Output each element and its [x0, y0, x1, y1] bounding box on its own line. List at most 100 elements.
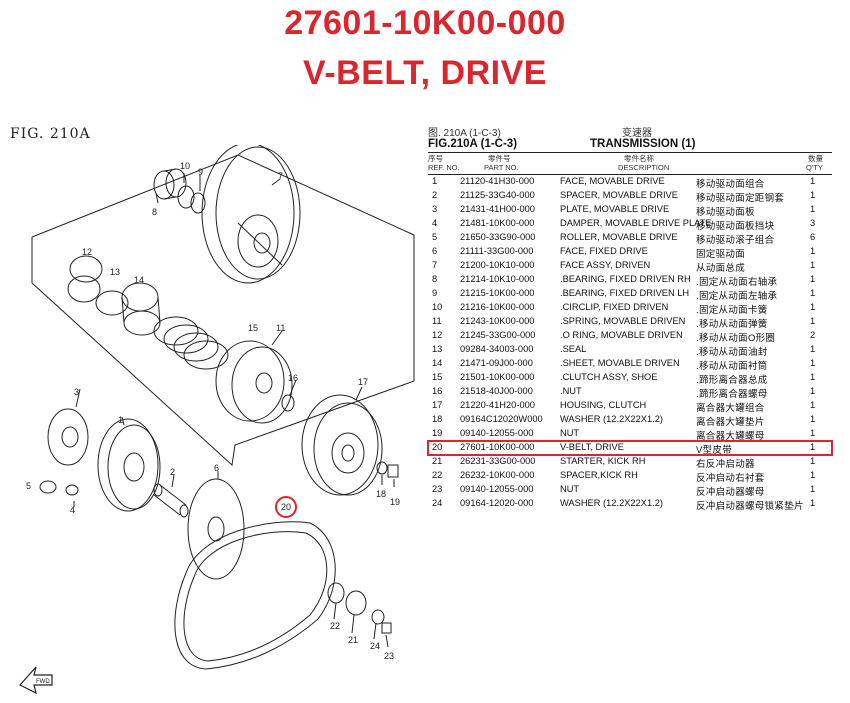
description-cell: SPACER,KICK RH — [560, 470, 638, 480]
description-cn-cell: .移动从动面O形圈 — [696, 333, 776, 344]
ref-cell: 5 — [432, 232, 438, 242]
description-cell: .SHEET, MOVABLE DRIVEN — [560, 358, 680, 368]
callout-24: 24 — [370, 641, 380, 651]
part-no-cell: 09140-12055-000 — [460, 484, 534, 494]
ref-cell: 13 — [432, 344, 443, 354]
description-cell: FACE, FIXED DRIVE — [560, 246, 648, 256]
description-cn-cell: 从动面总成 — [696, 263, 746, 274]
clutch-housing-part — [301, 394, 383, 496]
description-cn-cell: 移动驱动面板挡块 — [696, 221, 775, 232]
description-cn-cell: 移动驱动滚子组合 — [696, 235, 775, 246]
kick-nut-part — [381, 622, 392, 634]
description-cell: .BEARING, FIXED DRIVEN LH — [560, 288, 690, 298]
col-desc-cn: 零件名称 — [624, 154, 654, 163]
callout-11: 11 — [276, 323, 285, 333]
description-cell: .SPRING, MOVABLE DRIVEN — [560, 316, 686, 326]
ref-cell: 8 — [432, 274, 438, 284]
description-cell: NUT — [560, 428, 580, 438]
v-belt-part — [174, 521, 336, 670]
description-cell: SPACER, MOVABLE DRIVE — [560, 190, 678, 200]
ref-cell: 19 — [432, 428, 443, 438]
qty-cell: 2 — [810, 330, 816, 340]
callout-8: 8 — [152, 207, 157, 217]
description-cn-cell: 反冲启动器螺母 — [696, 487, 765, 498]
description-cell: .CLUTCH ASSY, SHOE — [560, 372, 658, 382]
qty-cell: 1 — [810, 316, 816, 326]
qty-cell: 1 — [810, 288, 816, 298]
description-cn-cell: .固定从动面卡簧 — [696, 305, 768, 316]
callout-16: 16 — [288, 373, 298, 383]
diagram-frame — [31, 154, 415, 466]
qty-cell: 1 — [810, 456, 816, 466]
ref-cell: 12 — [432, 330, 443, 340]
qty-cell: 3 — [810, 218, 816, 228]
description-cn-cell: 固定驱动面 — [696, 249, 746, 260]
col-qty-cn: 数量 — [808, 154, 823, 163]
col-ref-cn: 序号 — [428, 154, 443, 163]
qty-cell: 1 — [810, 358, 816, 368]
qty-cell: 6 — [810, 232, 816, 242]
ref-cell: 6 — [432, 246, 438, 256]
column-headers: 序号 REF. NO. 零件号 PART NO. 零件名称 DESCRIPTIO… — [428, 152, 832, 175]
part-no-cell: 09284-34003-000 — [460, 344, 534, 354]
col-part-cn: 零件号 — [488, 154, 511, 163]
part-no-cell: 21200-10K10-000 — [460, 260, 535, 270]
description-cn-cell: .移动从动面衬筒 — [696, 361, 768, 372]
description-cell: ROLLER, MOVABLE DRIVE — [560, 232, 678, 242]
callout-6: 6 — [214, 463, 219, 473]
ref-cell: 21 — [432, 456, 443, 466]
callout-14: 14 — [134, 275, 144, 285]
clutch-shoe-part — [215, 340, 293, 424]
description-cn-cell: V型皮带 — [696, 445, 733, 456]
bearing-part — [153, 168, 187, 200]
ref-cell: 18 — [432, 414, 443, 424]
bearing-lh-part — [190, 192, 206, 214]
section-title: TRANSMISSION (1) — [590, 138, 696, 150]
qty-cell: 1 — [810, 190, 816, 200]
parts-table: 图. 210A (1-C-3) 变速器 FIG.210A (1-C-3) TRA… — [427, 124, 833, 512]
callout-circle-icon — [275, 496, 297, 518]
ref-cell: 17 — [432, 400, 443, 410]
spring-part — [153, 316, 229, 370]
description-cn-cell: .蹄形离合器总成 — [696, 375, 768, 386]
description-cell: HOUSING, CLUTCH — [560, 400, 647, 410]
description-cn-cell: .移动从动面油封 — [696, 347, 768, 358]
qty-cell: 1 — [810, 414, 816, 424]
description-cell: .NUT — [560, 386, 582, 396]
qty-cell: 1 — [810, 428, 816, 438]
seal-part — [95, 290, 129, 316]
description-cell: .BEARING, FIXED DRIVEN RH — [560, 274, 691, 284]
description-cell: NUT — [560, 484, 580, 494]
description-cell: .O RING, MOVABLE DRIVEN — [560, 330, 683, 340]
callout-23: 23 — [384, 651, 394, 661]
description-cn-cell: 离合器大罐螺母 — [696, 431, 765, 442]
part-no-cell: 27601-10K00-000 — [460, 442, 535, 452]
callout-17: 17 — [358, 377, 368, 387]
ref-cell: 20 — [432, 442, 443, 452]
exploded-diagram: 1 2 3 4 5 6 7 8 9 10 11 12 13 14 15 16 1… — [19, 145, 415, 695]
qty-cell: 1 — [810, 386, 816, 396]
description-cell: .CIRCLIP, FIXED DRIVEN — [560, 302, 669, 312]
ref-cell: 2 — [432, 190, 438, 200]
col-desc: DESCRIPTION — [618, 163, 670, 172]
description-cn-cell: 离合器大罐组合 — [696, 403, 765, 414]
part-no-cell: 09164-12020-000 — [460, 498, 534, 508]
qty-cell: 1 — [810, 400, 816, 410]
callout-12: 12 — [82, 247, 92, 257]
part-no-cell: 21501-10K00-000 — [460, 372, 535, 382]
fwd-arrow-icon: FWD — [19, 666, 53, 695]
ref-cell: 23 — [432, 484, 443, 494]
qty-cell: 1 — [810, 344, 816, 354]
roller-part — [39, 480, 57, 494]
qty-cell: 1 — [810, 302, 816, 312]
